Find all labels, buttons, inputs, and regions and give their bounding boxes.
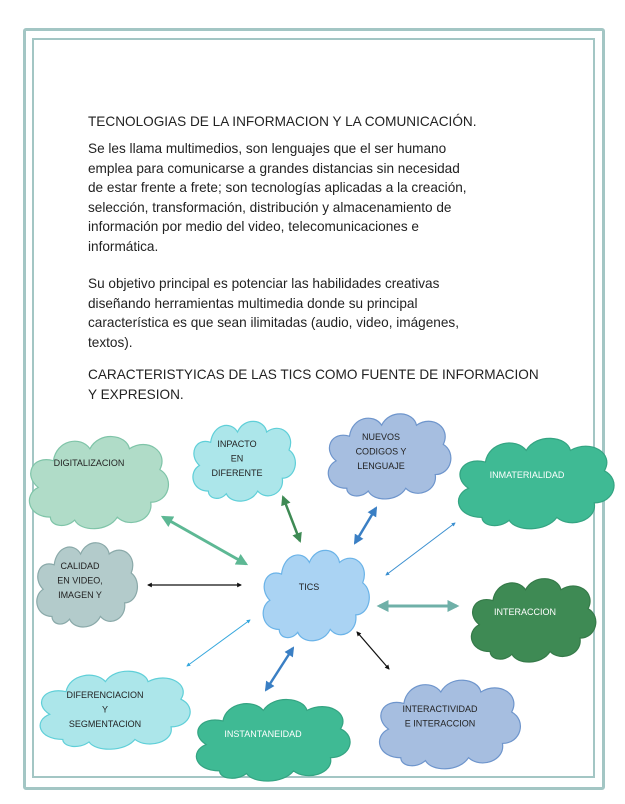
cloud-label: CODIGOS Y [356, 446, 407, 456]
double-arrow [356, 631, 390, 670]
paragraph-2: Su objetivo principal es potenciar las h… [88, 274, 558, 352]
text-line: emplea para comunicarse a grandes distan… [88, 160, 460, 176]
text-line: característica es que sean ilimitadas (a… [88, 315, 460, 330]
cloud-shape [380, 680, 521, 769]
cloud-shape [40, 671, 190, 749]
cloud-label: LENGUAJE [357, 461, 405, 471]
cloud-label: INSTANTANEIDAD [224, 729, 302, 739]
cloud-calidad: CALIDAD EN VIDEO, IMAGEN Y [37, 543, 138, 627]
cloud-label: INMATERIALIDAD [490, 470, 565, 480]
cloud-shape [471, 579, 595, 662]
cloud-diferenciacion: DIFERENCIACION Y SEGMENTACION [40, 671, 190, 749]
cloud-inpacto: INPACTO EN DIFERENTE [193, 421, 295, 501]
text-line: informática. [88, 238, 159, 254]
page-border-outer [23, 28, 605, 790]
double-arrow [281, 495, 302, 543]
cloud-shape [328, 414, 451, 499]
text-line: Se les llama multimedios, son lenguajes … [88, 141, 447, 156]
text-line: textos). [88, 334, 133, 350]
cloud-digitalizacion: DIGITALIZACION [29, 437, 168, 529]
cloud-label: CALIDAD [60, 561, 100, 571]
cloud-label: DIGITALIZACION [54, 458, 125, 468]
text-line: Y EXPRESION. [88, 386, 184, 402]
text-line: información por medio del video, telecom… [88, 219, 419, 234]
cloud-label: E INTERACCION [405, 718, 476, 728]
cloud-label: Y [102, 704, 108, 714]
cloud-inmaterialidad: INMATERIALIDAD [458, 438, 614, 528]
cloud-label: EN VIDEO, [57, 575, 103, 585]
title-text: TECNOLOGIAS DE LA INFORMACION Y LA COMUN… [88, 114, 477, 129]
page-border-inner [32, 38, 595, 778]
cloud-label: IMAGEN Y [58, 590, 102, 600]
cloud-label: EN [231, 453, 244, 463]
cloud-label: SEGMENTACION [69, 719, 141, 729]
double-arrow [353, 506, 378, 545]
cloud-interaccion: INTERACCION [471, 579, 595, 662]
cloud-center: TICS [263, 550, 369, 640]
cloud-shape [263, 550, 369, 640]
cloud-label: INTERACTIVIDAD [402, 704, 478, 714]
cloud-nuevos: NUEVOS CODIGOS Y LENGUAJE [328, 414, 451, 499]
cloud-instantaneidad: INSTANTANEIDAD [196, 700, 350, 782]
double-arrow [160, 515, 249, 566]
cloud-label: INPACTO [217, 439, 256, 449]
paragraph-1: Se les llama multimedios, son lenguajes … [88, 139, 558, 256]
text-line: diseñando herramientas multimedia donde … [88, 295, 418, 311]
document-title: TECNOLOGIAS DE LA INFORMACION Y LA COMUN… [88, 112, 558, 132]
cloud-label: INTERACCION [494, 607, 556, 617]
cloud-shape [193, 421, 295, 501]
cloud-label: TICS [299, 582, 320, 592]
section-subtitle: CARACTERISTYICAS DE LAS TICS COMO FUENTE… [88, 365, 558, 404]
text-line: Su objetivo principal es potenciar las h… [88, 276, 440, 291]
double-arrow [186, 619, 251, 667]
text-line: de estar frente a frete; son tecnologías… [88, 180, 467, 195]
cloud-interactividad: INTERACTIVIDAD E INTERACCION [380, 680, 521, 769]
cloud-shape [37, 543, 138, 627]
text-line: CARACTERISTYICAS DE LAS TICS COMO FUENTE… [88, 367, 539, 382]
double-arrow [385, 522, 456, 576]
cloud-shape [29, 437, 168, 529]
double-arrow [264, 646, 295, 692]
cloud-label: DIFERENCIACION [66, 690, 143, 700]
cloud-shape [458, 438, 614, 528]
cloud-label: NUEVOS [362, 432, 400, 442]
cloud-shape [196, 700, 350, 782]
cloud-label: DIFERENTE [211, 468, 262, 478]
text-line: selección, transformación, distribución … [88, 199, 452, 215]
